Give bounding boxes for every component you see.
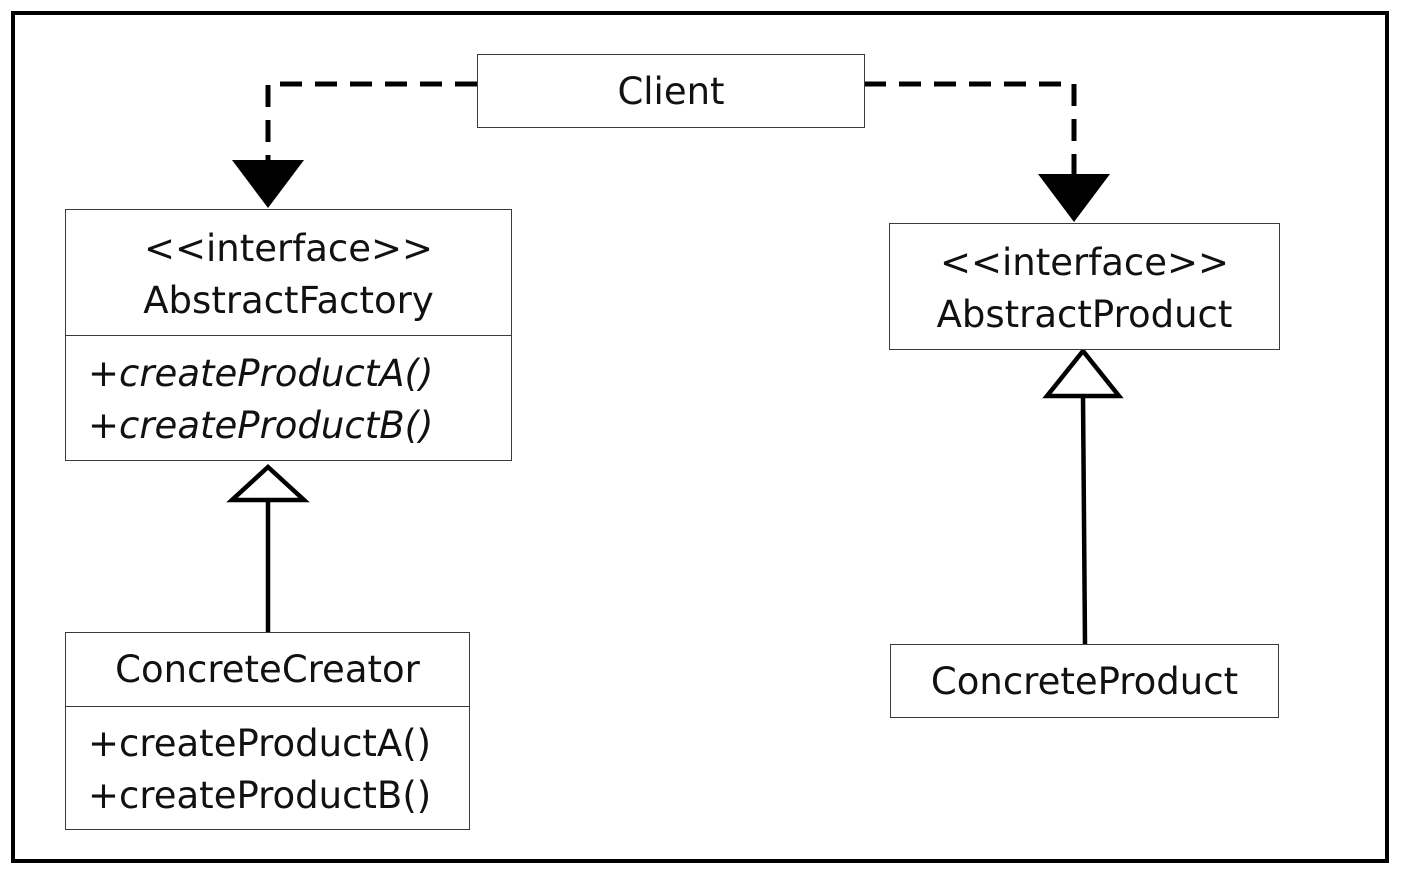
concrete-creator-operation: +createProductA() [88, 722, 432, 765]
concrete-creator-name: ConcreteCreator [115, 648, 420, 691]
concrete-creator-operation: +createProductB() [88, 774, 432, 817]
class-concrete-creator: ConcreteCreator +createProductA() +creat… [65, 632, 470, 830]
abstract-factory-name: AbstractFactory [143, 279, 434, 322]
dependency-client-abstractproduct [864, 81, 1110, 222]
abstract-product-stereotype: <<interface>> [939, 241, 1230, 284]
abstract-factory-operation: +createProductB() [88, 404, 434, 447]
class-abstract-product: <<interface>> AbstractProduct [889, 223, 1280, 350]
dependency-client-abstractfactory [232, 81, 477, 208]
realization-concretecreator-abstractfactory [226, 463, 310, 632]
class-client: Client [477, 54, 865, 128]
abstract-factory-stereotype: <<interface>> [143, 227, 434, 270]
class-abstract-factory: <<interface>> AbstractFactory +createPro… [65, 209, 512, 461]
abstract-product-name: AbstractProduct [936, 293, 1233, 336]
abstract-factory-operation: +createProductA() [88, 352, 434, 395]
class-concrete-product: ConcreteProduct [890, 644, 1279, 718]
client-name: Client [617, 70, 725, 113]
concrete-product-name: ConcreteProduct [930, 660, 1239, 703]
realization-concreteproduct-abstractproduct [1042, 347, 1124, 645]
